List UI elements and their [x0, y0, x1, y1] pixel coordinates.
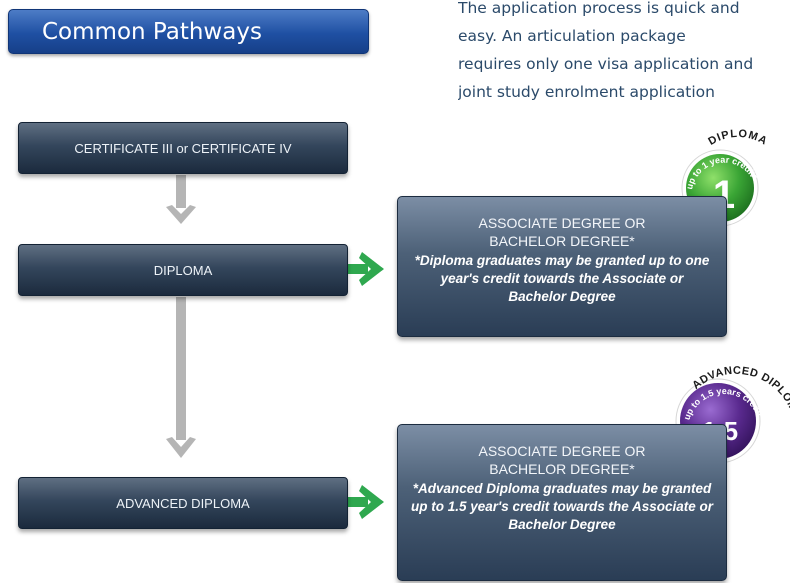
badge-arc-label: DIPLOMA: [706, 128, 769, 148]
outcome-note: *Advanced Diploma graduates may be grant…: [410, 481, 714, 532]
outcome-heading: ASSOCIATE DEGREE OR: [478, 215, 646, 231]
step-label: DIPLOMA: [153, 262, 213, 278]
intro-line: The application process is quick and: [458, 0, 740, 17]
right-arrow-icon: [346, 252, 384, 286]
step-advanced-diploma: ADVANCED DIPLOMA: [18, 477, 348, 529]
down-arrow-icon: [166, 297, 196, 458]
step-certificate: CERTIFICATE III or CERTIFICATE IV: [18, 122, 348, 174]
outcome-heading: ASSOCIATE DEGREE OR: [478, 443, 646, 459]
outcome-panel-advanced-diploma: ASSOCIATE DEGREE OR BACHELOR DEGREE* *Ad…: [397, 424, 727, 581]
intro-line: joint study enrolment application: [458, 83, 715, 101]
step-label: ADVANCED DIPLOMA: [116, 495, 250, 511]
down-arrow-icon: [166, 175, 196, 224]
step-label: CERTIFICATE III or CERTIFICATE IV: [74, 140, 292, 156]
outcome-note: *Diploma graduates may be granted up to …: [414, 253, 710, 304]
step-diploma: DIPLOMA: [18, 244, 348, 296]
section-title: Common Pathways: [8, 9, 369, 54]
outcome-heading: BACHELOR DEGREE*: [489, 461, 635, 477]
outcome-heading: BACHELOR DEGREE*: [489, 233, 635, 249]
right-arrow-icon: [346, 485, 384, 519]
outcome-panel-diploma: ASSOCIATE DEGREE OR BACHELOR DEGREE* *Di…: [397, 196, 727, 337]
intro-line: easy. An articulation package: [458, 27, 686, 45]
intro-paragraph: The application process is quick and eas…: [458, 0, 790, 106]
intro-line: requires only one visa application and: [458, 55, 754, 73]
